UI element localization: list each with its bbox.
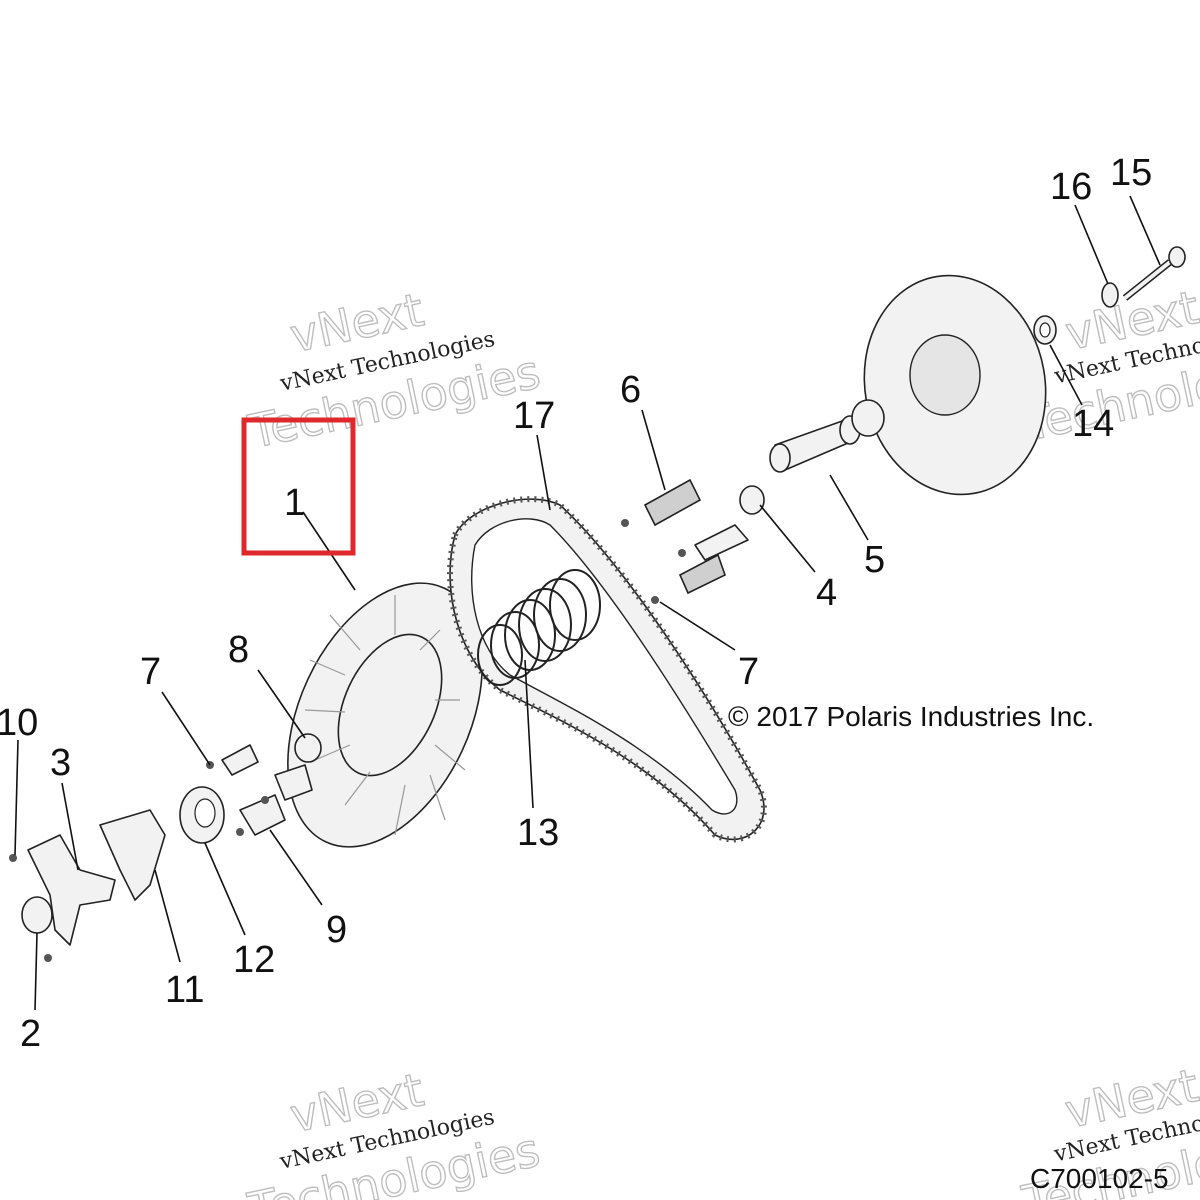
leader-lines — [14, 195, 1161, 1011]
callout-5[interactable]: 5 — [864, 539, 885, 581]
copyright-notice: © 2017 Polaris Industries Inc. — [728, 701, 1094, 732]
callout-15[interactable]: 15 — [1110, 152, 1152, 194]
part-16-washer[interactable] — [1101, 282, 1119, 308]
highlight-box-callout-1 — [241, 417, 356, 556]
part-5-sleeve[interactable] — [769, 399, 885, 473]
callout-13[interactable]: 13 — [517, 812, 559, 854]
part-2-bushing[interactable] — [21, 896, 53, 934]
callout-7-right[interactable]: 7 — [738, 651, 759, 693]
callout-9[interactable]: 9 — [326, 909, 347, 951]
callout-4[interactable]: 4 — [816, 572, 837, 614]
callout-3[interactable]: 3 — [50, 742, 71, 784]
watermark-top-right: vNext vNext Technologies Technologies — [1017, 279, 1200, 452]
callout-10[interactable]: 10 — [0, 702, 38, 744]
callout-2[interactable]: 2 — [20, 1013, 41, 1055]
part-14-washer[interactable] — [1033, 315, 1057, 345]
part-13-spring[interactable] — [477, 569, 601, 686]
part-1-sheave[interactable] — [249, 552, 521, 878]
callout-numbers: 1 2 3 4 5 6 7 7 8 9 10 11 12 13 14 15 16… — [0, 152, 1152, 1055]
part-6-shoe[interactable] — [621, 478, 702, 527]
callout-8[interactable]: 8 — [228, 629, 249, 671]
part-4-bushing[interactable] — [739, 485, 765, 515]
rear-sheave[interactable] — [847, 261, 1062, 509]
callout-11[interactable]: 11 — [165, 969, 204, 1011]
part-12-washer[interactable] — [179, 786, 225, 844]
small-screws — [9, 761, 269, 962]
roller-arms[interactable] — [651, 524, 749, 604]
watermark-bottom-left: vNext vNext Technologies Technologies — [242, 1062, 545, 1200]
watermark-top-left: vNext vNext Technologies Technologies — [243, 282, 546, 460]
callout-7-left[interactable]: 7 — [140, 651, 161, 693]
callout-17[interactable]: 17 — [513, 395, 555, 437]
part-8-bushing[interactable] — [221, 733, 322, 776]
part-15-bolt[interactable] — [1122, 246, 1186, 301]
part-11-weight[interactable] — [99, 809, 166, 901]
callout-12[interactable]: 12 — [233, 939, 275, 981]
callout-14[interactable]: 14 — [1072, 403, 1114, 445]
callout-16[interactable]: 16 — [1050, 166, 1092, 208]
callout-1[interactable]: 1 — [284, 482, 305, 524]
part-3-spider[interactable] — [27, 834, 116, 946]
callout-6[interactable]: 6 — [620, 369, 641, 411]
document-id: C700102-5 — [1030, 1163, 1169, 1194]
